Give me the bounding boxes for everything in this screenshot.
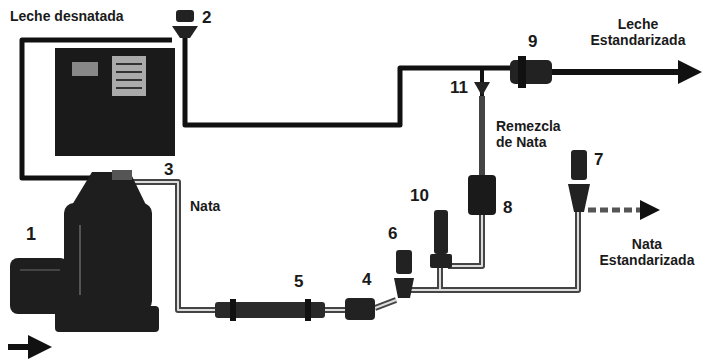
check-valve xyxy=(474,82,490,96)
flow-label: Nata xyxy=(190,198,250,214)
flow-label: Nata Estandarizada xyxy=(588,236,706,268)
flow-transmitter xyxy=(468,175,496,215)
callout-number: 10 xyxy=(410,186,434,206)
flow-label: Leche desnatada xyxy=(10,8,150,24)
inlet-arrow xyxy=(8,347,40,348)
flow-transmitter xyxy=(510,56,552,88)
regulating-valve xyxy=(430,210,452,268)
control-valve xyxy=(172,10,198,38)
density-transmitter xyxy=(345,298,375,320)
callout-number: 6 xyxy=(388,224,408,244)
separator xyxy=(10,170,159,332)
flow-label: Remezcla de Nata xyxy=(496,118,578,150)
skim-milk-pipe xyxy=(22,35,690,178)
flow-meter xyxy=(215,299,325,321)
control-valve xyxy=(568,150,590,212)
callout-number: 11 xyxy=(450,78,474,98)
callout-number: 3 xyxy=(164,160,184,180)
callout-number: 1 xyxy=(26,224,46,245)
callout-number: 2 xyxy=(202,8,222,28)
flow-label: Leche Estandarizada xyxy=(578,16,698,48)
callout-number: 9 xyxy=(528,32,548,52)
control-panel xyxy=(55,48,175,156)
callout-number: 4 xyxy=(362,270,382,290)
control-valve xyxy=(394,250,414,298)
callout-number: 8 xyxy=(503,198,523,218)
cream-pipe xyxy=(130,70,650,310)
callout-number: 5 xyxy=(294,272,314,292)
callout-number: 7 xyxy=(594,150,614,170)
